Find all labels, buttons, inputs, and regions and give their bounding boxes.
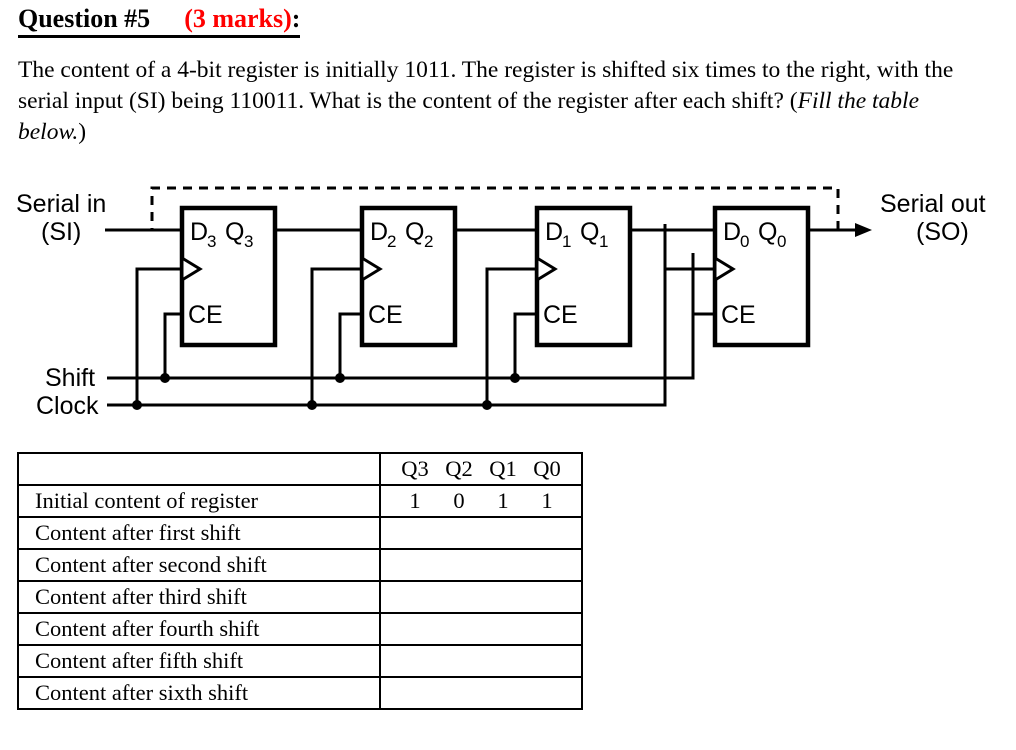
marks-label: (3 marks) bbox=[184, 4, 292, 33]
flipflop-1-q-subscript: 1 bbox=[599, 232, 608, 251]
flipflop-3-ce-junction-dot bbox=[160, 373, 170, 383]
row-bits-second-shift[interactable] bbox=[379, 548, 583, 582]
flipflop-0-ce-label: CE bbox=[721, 301, 756, 329]
flipflop-box-2 bbox=[359, 205, 458, 348]
flipflop-0-d-subscript: 0 bbox=[740, 232, 749, 251]
flipflop-1-clock-wire bbox=[485, 267, 537, 405]
body-text-italic: Fill the table below. bbox=[18, 88, 919, 145]
page-title: Question #5 (3 marks): bbox=[18, 4, 301, 38]
flipflop-2-ce-junction-dot bbox=[335, 373, 345, 383]
table-row: Content after first shift bbox=[17, 516, 583, 550]
shift-bus-wire bbox=[107, 253, 695, 380]
flipflop-0-q-label: Q bbox=[758, 218, 777, 246]
question-body-text: The content of a 4-bit register is initi… bbox=[18, 55, 978, 148]
row-label-fifth-shift: Content after fifth shift bbox=[17, 644, 381, 678]
flipflop-1-ce-junction-dot bbox=[510, 373, 520, 383]
bit-q3: 1 bbox=[409, 488, 421, 513]
flipflop-2-clock-wire bbox=[310, 267, 362, 405]
table-row: Content after fifth shift bbox=[17, 644, 583, 678]
clock-bus-wire bbox=[107, 224, 667, 407]
row-label-third-shift: Content after third shift bbox=[17, 580, 381, 614]
flipflop-1-d-subscript: 1 bbox=[562, 232, 571, 251]
flipflop-box-1 bbox=[534, 205, 633, 348]
header-bit-q0: Q0 bbox=[533, 456, 561, 481]
flipflop-1-clock-junction-dot bbox=[482, 400, 492, 410]
serial-out-arrowhead-icon bbox=[855, 223, 872, 237]
row-label-fourth-shift: Content after fourth shift bbox=[17, 612, 381, 646]
row-label-first-shift: Content after first shift bbox=[17, 516, 381, 550]
flipflop-2-d-subscript: 2 bbox=[387, 232, 396, 251]
table-row: Content after third shift bbox=[17, 580, 583, 614]
row-bits-fifth-shift[interactable] bbox=[379, 644, 583, 678]
flipflop-2-ce-wire bbox=[338, 312, 362, 378]
header-bit-q3: Q3 bbox=[401, 456, 429, 481]
bit-q2: 0 bbox=[453, 488, 465, 513]
shift-label: Shift bbox=[45, 364, 95, 392]
flipflop-3-q-subscript: 3 bbox=[244, 232, 253, 251]
flipflop-3-d-subscript: 3 bbox=[207, 232, 216, 251]
row-bits-initial[interactable]: 1 0 1 1 bbox=[379, 484, 583, 518]
flipflop-3-ce-wire bbox=[163, 312, 182, 378]
header-bits-group: Q3 Q2 Q1 Q0 bbox=[381, 456, 581, 482]
flipflop-0-q-subscript: 0 bbox=[777, 232, 786, 251]
flipflop-3-clock-wire bbox=[135, 267, 182, 405]
feedback-dashed-wire bbox=[150, 186, 840, 230]
table-header-row: Q3 Q2 Q1 Q0 bbox=[17, 452, 583, 486]
flipflop-2-q-label: Q bbox=[405, 218, 424, 246]
flipflop-1-q-label: Q bbox=[580, 218, 599, 246]
flipflop-2-clock-junction-dot bbox=[307, 400, 317, 410]
flipflop-3-ce-label: CE bbox=[188, 301, 223, 329]
flipflop-3-q-label: Q bbox=[225, 218, 244, 246]
row-bits-sixth-shift[interactable] bbox=[379, 676, 583, 710]
row-label-sixth-shift: Content after sixth shift bbox=[17, 676, 381, 710]
bit-q1: 1 bbox=[497, 488, 509, 513]
table-row: Content after sixth shift bbox=[17, 676, 583, 710]
flipflop-3-clock-junction-dot bbox=[132, 400, 142, 410]
row-label-initial: Initial content of register bbox=[17, 484, 381, 518]
row-bits-third-shift[interactable] bbox=[379, 580, 583, 614]
register-content-table: Q3 Q2 Q1 Q0 Initial content of register … bbox=[17, 452, 583, 710]
header-bit-q1: Q1 bbox=[489, 456, 517, 481]
flipflop-2-ce-label: CE bbox=[368, 301, 403, 329]
serial-in-label-line1: Serial in bbox=[16, 190, 106, 218]
serial-out-label-line2: (SO) bbox=[916, 218, 969, 246]
serial-out-label-line1: Serial out bbox=[880, 190, 986, 218]
row-bits-first-shift[interactable] bbox=[379, 516, 583, 550]
table-row: Content after fourth shift bbox=[17, 612, 583, 646]
flipflop-box-0 bbox=[712, 205, 811, 348]
flipflop-1-d-label: D bbox=[545, 218, 563, 246]
table-row: Content after second shift bbox=[17, 548, 583, 582]
flipflop-0-d-label: D bbox=[723, 218, 741, 246]
body-text-part2: ) bbox=[78, 119, 87, 145]
bit-q0: 1 bbox=[541, 488, 553, 513]
heading-colon: : bbox=[291, 4, 301, 33]
flipflop-2-q-subscript: 2 bbox=[424, 232, 433, 251]
flipflop-1-ce-label: CE bbox=[543, 301, 578, 329]
flipflop-2-d-label: D bbox=[370, 218, 388, 246]
row-label-second-shift: Content after second shift bbox=[17, 548, 381, 582]
row-bits-fourth-shift[interactable] bbox=[379, 612, 583, 646]
shift-register-circuit-diagram: D 3 Q 3 CE D 2 Q 2 CE D 1 Q 1 CE bbox=[0, 175, 1016, 435]
body-text-part1: The content of a 4-bit register is initi… bbox=[18, 57, 954, 114]
header-bits-cell: Q3 Q2 Q1 Q0 bbox=[379, 452, 583, 486]
serial-in-label-line2: (SI) bbox=[41, 218, 81, 246]
table-row: Initial content of register 1 0 1 1 bbox=[17, 484, 583, 518]
header-label-cell bbox=[17, 452, 381, 486]
question-label: Question #5 bbox=[18, 4, 151, 33]
bits-group: 1 0 1 1 bbox=[381, 488, 581, 514]
header-bit-q2: Q2 bbox=[445, 456, 473, 481]
spellcheck-squiggle-icon bbox=[156, 20, 182, 26]
table-body: Q3 Q2 Q1 Q0 Initial content of register … bbox=[17, 452, 583, 710]
flipflop-3-d-label: D bbox=[190, 218, 208, 246]
clock-label: Clock bbox=[36, 392, 99, 420]
flipflop-1-ce-wire bbox=[513, 312, 537, 378]
